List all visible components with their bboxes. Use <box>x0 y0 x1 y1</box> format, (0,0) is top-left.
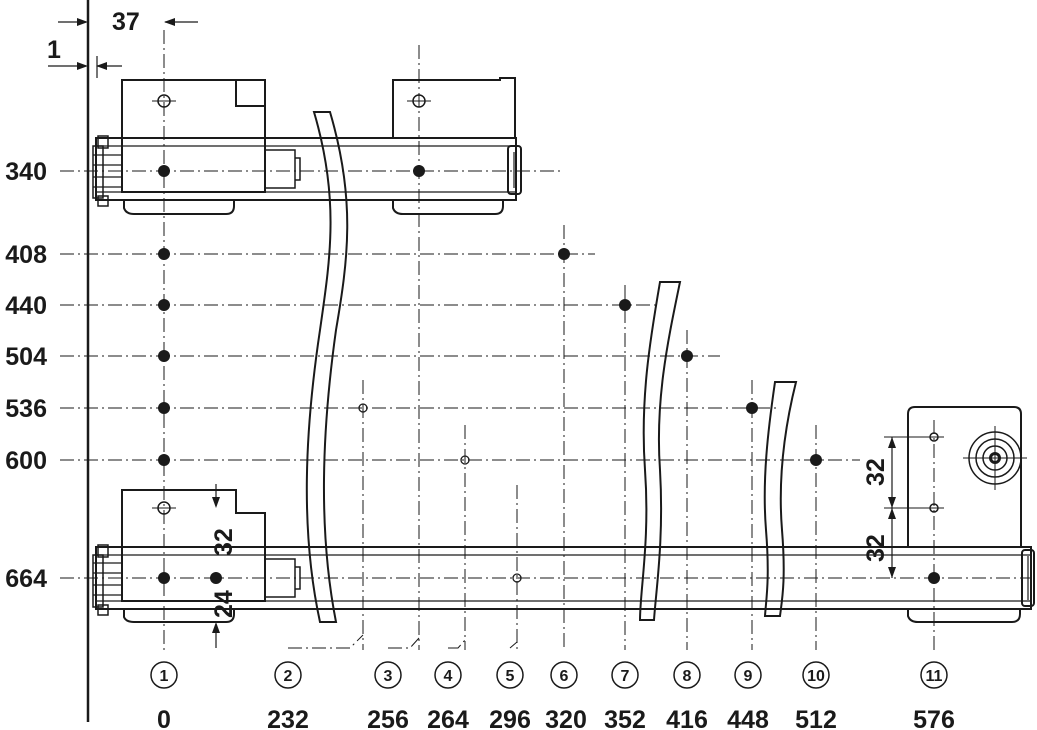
dimension-1-label: 1 <box>47 36 61 64</box>
position-value: 416 <box>666 706 708 730</box>
position-value: 264 <box>427 706 469 730</box>
position-value: 448 <box>727 706 769 730</box>
position-number: 5 <box>506 668 515 685</box>
position-balloons: 1 0 2 232 3 256 4 264 5 296 6 320 <box>150 661 955 730</box>
dimension-37-label: 37 <box>112 8 140 36</box>
dimension-24-label: 24 <box>210 590 238 618</box>
dimension-32-front-group: 32 <box>210 484 238 556</box>
position-value: 0 <box>157 706 171 730</box>
position-number: 8 <box>683 668 692 685</box>
lower-runner-assembly <box>92 406 1035 623</box>
position-value: 512 <box>795 706 837 730</box>
position-number: 11 <box>926 668 943 685</box>
dimension-32-rear-group: 32 32 <box>862 436 934 578</box>
position-value: 320 <box>545 706 587 730</box>
position-number: 6 <box>560 668 569 685</box>
row-label: 600 <box>5 447 47 475</box>
position-number: 1 <box>160 668 169 685</box>
position-balloon-11: 11 576 <box>913 661 955 730</box>
position-value: 256 <box>367 706 409 730</box>
row-label: 664 <box>5 565 47 593</box>
balloon-leaders <box>288 634 518 649</box>
position-balloon-4: 4 264 <box>427 661 469 730</box>
row-label: 504 <box>5 343 47 371</box>
dimension-32-rear-lower-label: 32 <box>862 534 890 562</box>
position-value: 576 <box>913 706 955 730</box>
position-value: 232 <box>267 706 309 730</box>
position-balloon-5: 5 296 <box>489 661 531 730</box>
position-balloon-1: 1 0 <box>150 661 178 730</box>
break-lines <box>305 111 798 623</box>
position-number: 3 <box>384 668 393 685</box>
position-number: 7 <box>621 668 630 685</box>
row-labels: 340 408 440 504 536 600 664 <box>5 158 47 593</box>
row-label: 536 <box>5 395 47 423</box>
position-number: 9 <box>744 668 753 685</box>
row-label: 408 <box>5 241 47 269</box>
horizontal-centerlines <box>60 170 1030 579</box>
dimension-1-group: 1 <box>47 36 122 78</box>
position-balloon-8: 8 416 <box>666 661 708 730</box>
position-balloon-7: 7 352 <box>604 661 646 730</box>
position-balloon-10: 10 512 <box>795 661 837 730</box>
position-balloon-3: 3 256 <box>367 661 409 730</box>
position-number: 4 <box>444 668 453 685</box>
vertical-centerlines <box>163 30 935 650</box>
position-number: 10 <box>807 668 825 685</box>
position-balloon-9: 9 448 <box>727 661 769 730</box>
dimension-32-front-label: 32 <box>210 528 238 556</box>
upper-runner-assembly <box>92 77 522 215</box>
position-balloon-2: 2 232 <box>267 661 309 730</box>
dimension-24-group: 24 <box>210 590 238 648</box>
row-label: 440 <box>5 292 47 320</box>
row-label: 340 <box>5 158 47 186</box>
holes-filled <box>158 165 940 584</box>
position-value: 352 <box>604 706 646 730</box>
position-balloon-6: 6 320 <box>545 661 587 730</box>
position-value: 296 <box>489 706 531 730</box>
dimension-32-rear-upper-label: 32 <box>862 458 890 486</box>
holes-open <box>358 403 522 583</box>
position-number: 2 <box>284 668 293 685</box>
dimension-37-group: 37 <box>58 8 198 36</box>
